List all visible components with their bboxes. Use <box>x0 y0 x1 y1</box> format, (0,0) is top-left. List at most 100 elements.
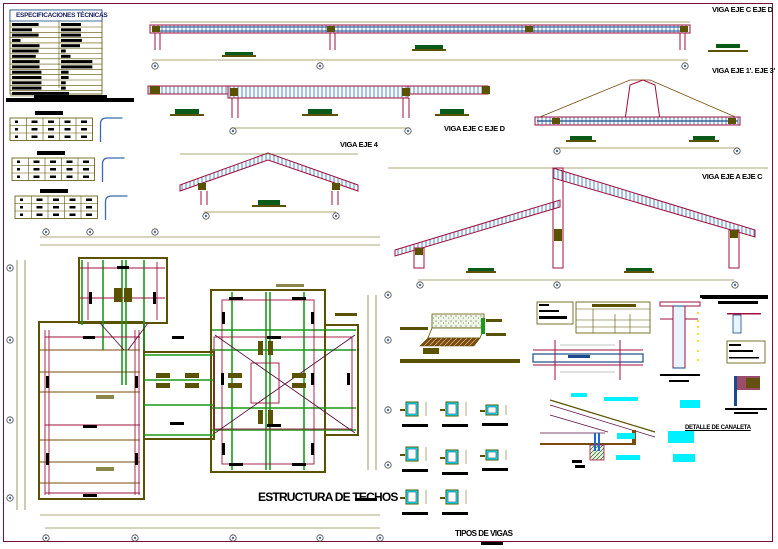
beam-section-stirrup <box>447 491 457 503</box>
beam-section-tag <box>480 455 485 457</box>
hook-cell <box>66 168 73 171</box>
axis-bubble-dot <box>231 129 235 133</box>
hook-cell <box>31 128 38 131</box>
detail-slab-section <box>400 313 520 363</box>
axis-bubble <box>131 534 139 542</box>
spec-row-label <box>12 54 36 58</box>
beam-section-label <box>442 472 468 475</box>
beam-section <box>440 401 468 427</box>
spec-row-value <box>61 86 66 90</box>
spec-row-value <box>61 54 71 58</box>
label-viga-mid: VIGA EJE C EJE D <box>444 124 505 133</box>
beam-section-tag <box>440 409 445 411</box>
spec-row-label <box>12 38 21 42</box>
axis-bubble-dot <box>386 338 390 342</box>
spec-row-value <box>61 44 80 48</box>
hook-cell <box>15 135 18 138</box>
axis-bubble-dot <box>386 293 390 297</box>
beam-section-label <box>442 424 468 427</box>
axis-bubble-dot <box>735 149 739 153</box>
beam-section <box>440 449 468 475</box>
beam-section-label <box>482 423 508 426</box>
axis-bubble-dot <box>386 463 390 467</box>
beam-section-tag <box>440 457 445 459</box>
beam-section <box>440 489 468 515</box>
spec-row-value <box>61 60 93 64</box>
spec-row-value <box>61 81 66 85</box>
axis-bubble-dot <box>44 536 48 540</box>
axis-bubble <box>384 291 392 299</box>
hook-cell <box>81 128 87 131</box>
beam-type-sections <box>400 401 508 515</box>
rebar-hook-icon <box>104 195 128 220</box>
axis-bubble-dot <box>133 536 137 540</box>
hook-cell <box>15 128 18 131</box>
axis-bubble <box>86 228 94 236</box>
axis-bubble <box>151 228 159 236</box>
axis-bubble-dot <box>318 64 322 68</box>
axis-bubble <box>553 281 561 289</box>
hook-cell <box>33 160 40 163</box>
axis-bubble-dot <box>334 214 338 218</box>
axis-bubble <box>42 534 50 542</box>
spec-row-label <box>12 65 40 69</box>
axis-bubble-dot <box>683 64 687 68</box>
spec-table <box>6 9 134 102</box>
spec-row-value <box>61 33 81 37</box>
beam-section-label <box>402 512 428 515</box>
beam-section <box>480 404 508 426</box>
axis-bubble <box>229 534 237 542</box>
gutter-detail-title: DETALLE DE CANALETA <box>685 425 751 431</box>
hook-cell <box>83 160 89 163</box>
hook-cell <box>69 206 76 209</box>
hook-table-title <box>37 151 65 155</box>
axis-bubble-dot <box>153 230 157 234</box>
axis-bubble-dot <box>406 129 410 133</box>
label-viga-eje4: VIGA EJE 4 <box>340 140 378 149</box>
axis-bubble <box>384 406 392 414</box>
hook-cell <box>64 135 71 138</box>
hook-cell <box>48 135 54 138</box>
beam-section-tag <box>440 497 445 499</box>
beam-section <box>400 401 428 427</box>
beam-section-stirrup <box>487 451 497 459</box>
spec-row-label <box>12 28 32 32</box>
spec-row-value <box>61 28 81 32</box>
beam-section <box>480 449 508 471</box>
hook-cell <box>53 206 59 209</box>
axis-bubble <box>202 212 210 220</box>
rebar-hook-icon <box>101 157 125 182</box>
beam-section-stirrup <box>407 491 417 503</box>
axis-bubble-dot <box>8 266 12 270</box>
beam-section-stirrup <box>487 406 497 414</box>
axis-bubble <box>681 62 689 70</box>
axis-bubble <box>151 62 159 70</box>
axis-bubble <box>376 534 384 542</box>
axis-bubble-dot <box>378 536 382 540</box>
detail-column-section <box>659 296 768 414</box>
label-viga-sloped: VIGA EJE A EJE C <box>702 172 763 181</box>
hook-cell <box>20 206 23 209</box>
hook-cell <box>50 175 56 178</box>
spec-row-label <box>12 86 42 90</box>
axis-bubble <box>384 461 392 469</box>
axis-bubble <box>332 212 340 220</box>
beam-section-tag <box>400 454 405 456</box>
hook-tables <box>9 111 128 220</box>
beam-types-title: TIPOS DE VIGAS <box>455 529 513 538</box>
hook-cell <box>48 120 54 123</box>
hook-cell <box>69 198 76 201</box>
axis-bubble <box>6 494 14 502</box>
rebar-hook-icon <box>99 117 123 142</box>
beam-section-stirrup <box>447 403 457 415</box>
axis-bubble-dot <box>8 338 12 342</box>
beam-section-label <box>442 512 468 515</box>
hook-cell <box>36 213 43 216</box>
hook-cell <box>81 135 87 138</box>
hook-cell <box>53 198 59 201</box>
axis-bubble-dot <box>555 149 559 153</box>
spec-row-value <box>61 76 69 79</box>
beam-section-stirrup <box>407 403 417 415</box>
spec-row-label <box>12 23 39 26</box>
sheet-frame <box>3 3 773 542</box>
